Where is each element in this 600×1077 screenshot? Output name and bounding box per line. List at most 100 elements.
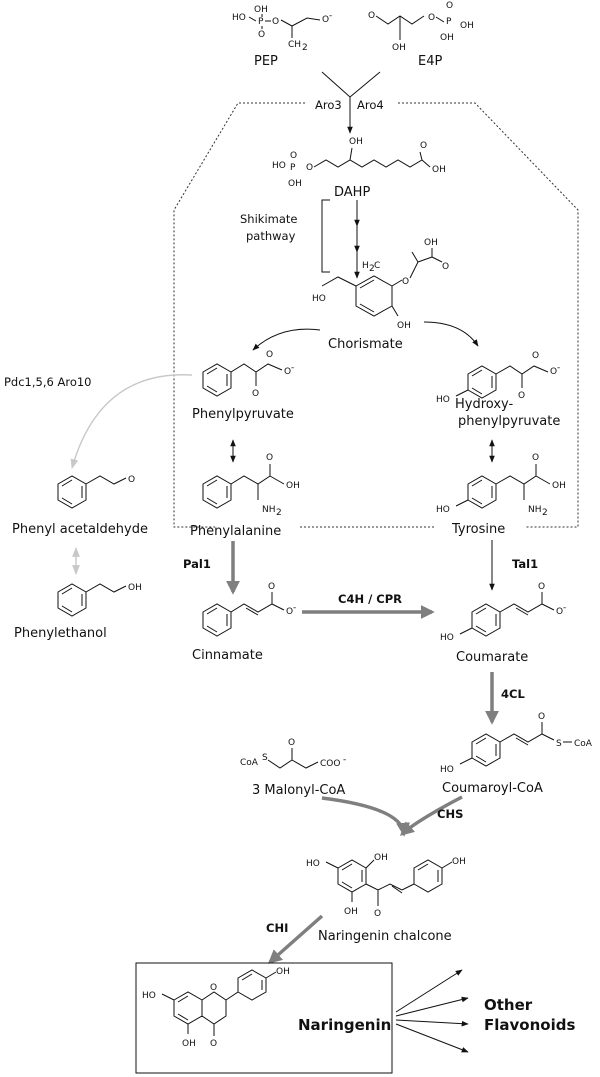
svg-text:NH: NH xyxy=(528,505,542,515)
svg-text:O: O xyxy=(322,15,329,25)
coumarate-label: Coumarate xyxy=(456,650,528,665)
svg-text:O: O xyxy=(550,367,557,377)
dahp-structure: O HO P OH O OH O OH xyxy=(272,137,446,189)
svg-text:OH: OH xyxy=(276,967,290,977)
phenylpyruvate-to-acetaldehyde-arrow xyxy=(70,374,193,469)
pdc-aro10-label: Pdc1,5,6 Aro10 xyxy=(4,375,92,389)
svg-text:O: O xyxy=(442,262,449,272)
svg-text:COO: COO xyxy=(320,759,340,769)
svg-text:O: O xyxy=(532,351,539,361)
aro3-label: Aro3 xyxy=(315,98,342,112)
svg-text:HO: HO xyxy=(232,13,246,23)
phenylpyruvate-label: Phenylpyruvate xyxy=(192,407,294,422)
other-flavonoids-label-1: Other xyxy=(484,996,533,1014)
svg-text:O: O xyxy=(284,367,291,377)
svg-text:H: H xyxy=(362,261,369,271)
e4p-label: E4P xyxy=(418,54,442,69)
svg-text:OH: OH xyxy=(460,21,474,31)
fan-arrow-1 xyxy=(395,969,463,1013)
naringenin-chalcone-label: Naringenin chalcone xyxy=(318,929,452,944)
svg-text:O: O xyxy=(402,277,409,287)
aro4-label: Aro4 xyxy=(357,98,384,112)
svg-text:O: O xyxy=(290,151,297,161)
chorismate-to-hydroxyphenylpyruvate-arrow xyxy=(423,321,479,347)
svg-text:OH: OH xyxy=(452,857,466,867)
naringenin-structure: HO OH O O OH xyxy=(142,967,290,1049)
svg-text:P: P xyxy=(446,17,452,27)
svg-text:O: O xyxy=(128,475,135,485)
svg-text:OH: OH xyxy=(440,33,454,43)
shikimate-label-1: Shikimate xyxy=(240,212,297,226)
svg-text:HO: HO xyxy=(440,633,454,643)
compartment-outline-right xyxy=(398,102,579,528)
dahp-label: DAHP xyxy=(334,185,370,200)
naringenin-chalcone-structure: HO OH OH O OH xyxy=(306,853,466,919)
other-flavonoids-label-2: Flavonoids xyxy=(484,1016,575,1034)
phenylpyruvate-structure: O O O- xyxy=(202,350,294,399)
svg-text:O: O xyxy=(446,1,453,11)
chorismate-to-phenylpyruvate-arrow xyxy=(252,328,321,351)
svg-text:O: O xyxy=(428,13,435,23)
chorismate-label: Chorismate xyxy=(328,337,403,352)
svg-text:S: S xyxy=(556,739,562,749)
svg-text:NH: NH xyxy=(262,505,276,515)
svg-text:OH: OH xyxy=(374,853,388,863)
svg-text:OH: OH xyxy=(128,583,142,593)
shikimate-label-2: pathway xyxy=(246,229,296,243)
svg-text:OH: OH xyxy=(424,238,438,248)
malonyl-chs-arrow xyxy=(321,796,411,837)
svg-text:HO: HO xyxy=(142,991,156,1001)
svg-text:HO: HO xyxy=(272,161,286,171)
svg-text:O: O xyxy=(368,11,375,21)
tyrosine-label: Tyrosine xyxy=(451,522,505,537)
svg-text:O: O xyxy=(252,389,259,399)
svg-text:CoA: CoA xyxy=(574,739,593,749)
svg-text:O: O xyxy=(266,453,273,463)
c4h-cpr-label: C4H / CPR xyxy=(338,592,402,606)
svg-text:C: C xyxy=(374,261,380,271)
coumaroyl-coa-structure: HO O S CoA xyxy=(440,712,593,775)
phenylalanine-label: Phenylalanine xyxy=(190,524,281,539)
coumaroyl-coa-label: Coumaroyl-CoA xyxy=(442,781,543,796)
svg-text:O: O xyxy=(210,983,217,993)
chs-label: CHS xyxy=(437,807,463,821)
svg-text:2: 2 xyxy=(369,264,375,274)
tal1-label: Tal1 xyxy=(512,557,538,571)
svg-text:OH: OH xyxy=(182,1039,196,1049)
svg-text:OH: OH xyxy=(432,165,446,175)
svg-text:OH: OH xyxy=(392,43,406,53)
svg-text:OH: OH xyxy=(286,481,300,491)
chi-label: CHI xyxy=(266,921,288,935)
svg-text:O: O xyxy=(258,30,265,40)
svg-text:HO: HO xyxy=(436,505,450,515)
svg-text:S: S xyxy=(262,753,268,763)
svg-text:OH: OH xyxy=(254,5,268,15)
cinnamate-label: Cinnamate xyxy=(192,648,263,663)
svg-text:P: P xyxy=(290,163,296,173)
svg-text:O: O xyxy=(518,391,525,401)
svg-text:O: O xyxy=(538,712,545,722)
svg-text:2: 2 xyxy=(276,508,282,518)
svg-text:O: O xyxy=(210,1039,217,1049)
svg-text:-: - xyxy=(563,603,566,613)
svg-text:CoA: CoA xyxy=(240,758,259,768)
svg-text:O: O xyxy=(556,607,563,617)
fan-arrow-4 xyxy=(395,1023,469,1053)
malonyl-coa-label: 3 Malonyl-CoA xyxy=(252,783,345,798)
phenyl-acetaldehyde-structure: O xyxy=(57,475,135,509)
hydroxyphenylpyruvate-label-2: phenylpyruvate xyxy=(458,414,560,429)
coumaroyl-chs-arrow xyxy=(399,795,463,836)
svg-text:O: O xyxy=(286,607,293,617)
svg-text:HO: HO xyxy=(306,859,320,869)
svg-text:OH: OH xyxy=(288,179,302,189)
svg-text:HO: HO xyxy=(440,765,454,775)
malonyl-coa-structure: CoA S O COO- xyxy=(240,738,346,769)
svg-text:O: O xyxy=(374,909,381,919)
coumarate-structure: HO O O- xyxy=(440,582,566,643)
svg-text:-: - xyxy=(557,363,560,373)
svg-text:OH: OH xyxy=(349,137,363,147)
